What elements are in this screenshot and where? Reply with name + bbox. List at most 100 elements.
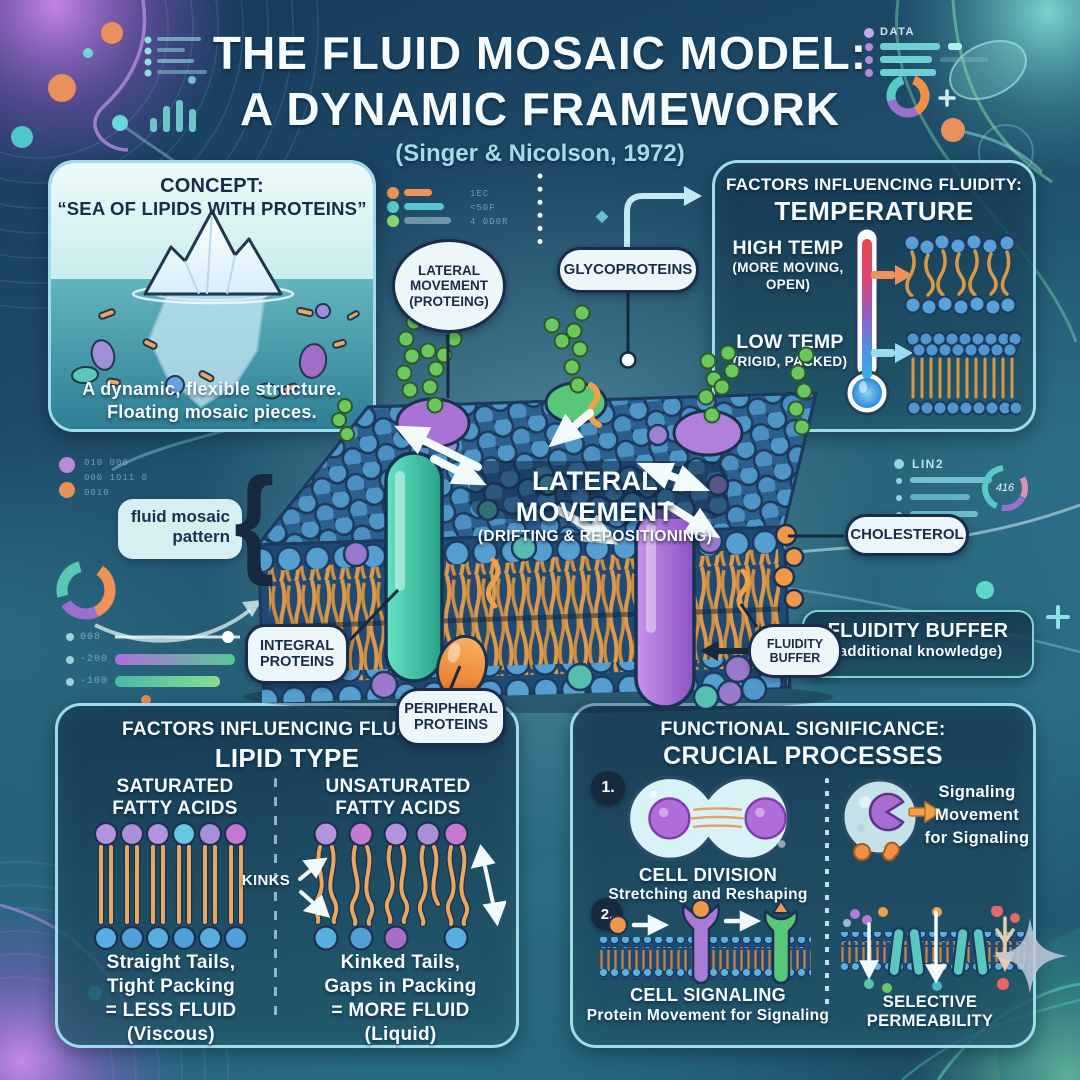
- legend-text-3: 4 0D0R: [470, 217, 509, 227]
- slider-label-2: -200: [80, 654, 109, 665]
- concept-heading-line2: “SEA OF LIPIDS WITH PROTEINS”: [57, 198, 367, 219]
- saturated-title-line2: FATTY ACIDS: [112, 798, 238, 819]
- bubble-line: CHOLESTEROL: [850, 525, 964, 543]
- bubble-line: (PROTEING): [409, 293, 489, 309]
- page-title-line1: THE FLUID MOSAIC MODEL:: [212, 27, 868, 79]
- low-temp-sub: (RIGID, PACKED): [732, 354, 848, 369]
- bubble-line: FLUIDITY: [766, 637, 824, 651]
- cholesterol-bead-chain: [772, 523, 805, 610]
- iceberg-illustration: [51, 163, 373, 429]
- lipid-heading-line1: FACTORS INFLUENCING FLUIDITY:: [122, 719, 452, 740]
- cell-glow-top-right: [888, 0, 1080, 172]
- cell-glow-top-left: [0, 0, 240, 190]
- data-label: DATA: [880, 26, 915, 38]
- signaling-note-line2: Movement: [935, 806, 1019, 824]
- label-line: pattern: [172, 527, 230, 547]
- item1-title: CELL DIVISION: [638, 864, 778, 885]
- fluidity-buffer-bubble: FLUIDITY BUFFER: [748, 624, 842, 678]
- integral-proteins-bubble: INTEGRAL PROTEINS: [245, 624, 349, 684]
- bubble-line: INTEGRAL: [259, 637, 335, 654]
- lateral-movement-sub: (DRIFTING & REPOSITIONING): [477, 528, 713, 545]
- unsaturated-title-line2: FATTY ACIDS: [335, 798, 461, 819]
- legend-text-1: 1EC: [470, 189, 490, 199]
- arrow-right-orange-icon: [871, 265, 913, 285]
- slider-label-3: -100: [80, 676, 109, 687]
- iceberg-above: [143, 209, 283, 296]
- temperature-heading-line2: TEMPERATURE: [774, 196, 974, 226]
- signaling-note-line3: for Signaling: [924, 829, 1030, 847]
- functional-divider: [825, 778, 829, 1006]
- concept-caption-line2: Floating mosaic pieces.: [107, 402, 317, 422]
- membrane-packed-diagram: [905, 331, 1021, 416]
- functional-heading-line2: CRUCIAL PROCESSES: [663, 742, 943, 770]
- saturated-caption-3: = LESS FLUID: [105, 1000, 237, 1021]
- arrow-right-blue-icon: [871, 343, 913, 363]
- functional-heading-line1: FUNCTIONAL SIGNIFICANCE:: [660, 718, 946, 740]
- concept-heading-line1: CONCEPT:: [160, 175, 264, 197]
- saturated-caption-1: Straight Tails,: [106, 952, 236, 973]
- saturated-lipids-diagram: [93, 821, 249, 951]
- slider-label-1: 008: [80, 632, 102, 643]
- lipid-type-panel: FACTORS INFLUENCING FLUIDITY: LIPID TYPE…: [55, 703, 519, 1048]
- channel-proteins: [887, 926, 990, 978]
- page-title-line2: A DYNAMIC FRAMEWORK: [240, 83, 840, 135]
- legend-text-2: <50F: [470, 203, 496, 213]
- curved-arrowhead: [242, 600, 262, 617]
- data-block-decor: [864, 28, 988, 77]
- bar-chart-decor-top-left: [150, 76, 196, 132]
- bubble-line: PERIPHERAL: [404, 700, 498, 717]
- bubble-line: GLYCOPROTEINS: [563, 260, 693, 278]
- bubble-line: PROTEINS: [413, 717, 489, 733]
- kinks-label: KINKS: [241, 872, 291, 889]
- contour-rings-bottom-left: [0, 861, 229, 1080]
- plus-icon-right: [1046, 605, 1070, 629]
- saturated-caption-2: Tight Packing: [106, 976, 236, 997]
- bubble-line: LATERAL: [418, 263, 480, 279]
- glyco-chain-4: [697, 344, 741, 424]
- signaling-note-line1: Signaling: [938, 783, 1016, 801]
- legend-decor-top-center: [387, 187, 451, 227]
- gauge-decor-right: [982, 465, 1028, 511]
- concept-caption-line1: A dynamic, flexible structure.: [82, 379, 342, 399]
- integral-protein-teal: [384, 451, 444, 683]
- movement-arrows: [394, 409, 721, 545]
- bubble-line: BUFFER: [769, 651, 821, 665]
- saturated-caption-4: (Viscous): [127, 1024, 215, 1045]
- brace-icon: {: [234, 454, 275, 588]
- label-line: fluid mosaic: [130, 507, 230, 526]
- cell-bean-top-right: [949, 39, 1027, 101]
- lipid-heading-line2: LIPID TYPE: [214, 743, 360, 773]
- spacing-double-arrow: [470, 844, 506, 927]
- glyco-chain-5: [787, 346, 815, 436]
- cell-division-diagram: [626, 775, 791, 862]
- head-row-accents: [342, 527, 753, 700]
- buffer-box-sub: (additional knowledge): [833, 643, 1003, 660]
- floating-lipid-rods: [98, 306, 360, 394]
- thermometer-icon: [844, 226, 890, 416]
- permeability-label: SELECTIVE PERMEABILITY: [866, 993, 994, 1030]
- glycoproteins-label: GLYCOPROTEINS: [557, 247, 699, 293]
- lin2-label: LIN2: [912, 457, 945, 471]
- bubble-line: PROTEINS: [259, 654, 335, 670]
- binary-text-3: 0010: [84, 488, 110, 498]
- unsaturated-caption-4: (Liquid): [364, 1024, 437, 1045]
- unsaturated-caption-2: Gaps in Packing: [324, 976, 477, 997]
- concept-panel: CONCEPT: “SEA OF LIPIDS WITH PROTEINS” A…: [48, 160, 376, 432]
- decor-dots: [11, 22, 1044, 1000]
- low-temp-title: LOW TEMP: [736, 331, 844, 353]
- receptor-green: [763, 908, 799, 985]
- item1-badge: 1.: [591, 771, 625, 805]
- unsaturated-title-line1: UNSATURATED: [325, 776, 471, 797]
- signaling-cell-diagram: [841, 778, 943, 862]
- plus-icon-top-right: [938, 89, 956, 107]
- fluid-mosaic-label: fluid mosaic pattern: [118, 499, 242, 559]
- unsaturated-caption-3: = MORE FLUID: [331, 1000, 470, 1021]
- slider-decor-left: [66, 631, 277, 705]
- list-decor-top-left: [144, 36, 207, 77]
- binary-text-1: 010 000: [84, 458, 129, 468]
- unsaturated-caption-1: Kinked Tails,: [340, 952, 461, 973]
- high-temp-sub2: OPEN): [765, 277, 811, 292]
- bubble-line: MOVEMENT: [409, 278, 488, 294]
- curved-arrow-to-membrane: [94, 608, 252, 643]
